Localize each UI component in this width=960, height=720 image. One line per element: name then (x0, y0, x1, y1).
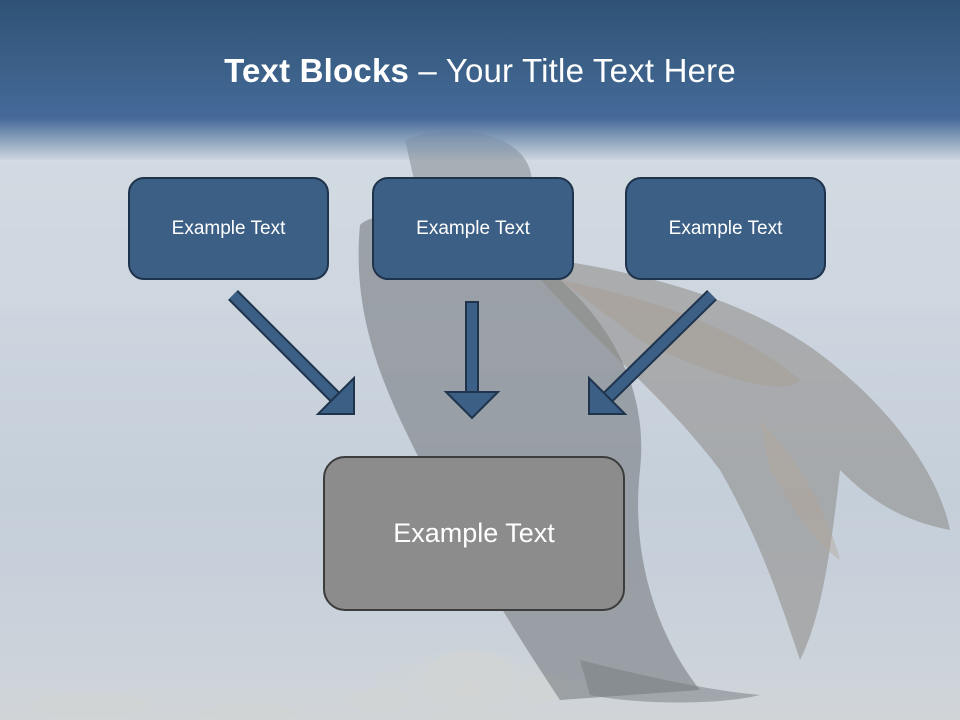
text-block-label: Example Text (416, 217, 530, 239)
title-bar (0, 0, 960, 160)
arrow-down-left-icon[interactable] (588, 290, 717, 415)
text-block-3[interactable]: Example Text (625, 177, 826, 280)
arrow-down-right-icon[interactable] (228, 290, 355, 415)
target-text-label: Example Text (393, 518, 555, 548)
target-text-block[interactable]: Example Text (323, 456, 625, 611)
title-rest-part: – Your Title Text Here (409, 52, 736, 89)
title-bold-part: Text Blocks (224, 52, 410, 89)
text-block-label: Example Text (171, 217, 286, 239)
text-block-label: Example Text (668, 217, 783, 239)
text-block-1[interactable]: Example Text (128, 177, 329, 280)
arrow-down-icon[interactable] (443, 301, 501, 420)
text-block-2[interactable]: Example Text (372, 177, 574, 280)
slide-title[interactable]: Text Blocks – Your Title Text Here (0, 52, 960, 90)
